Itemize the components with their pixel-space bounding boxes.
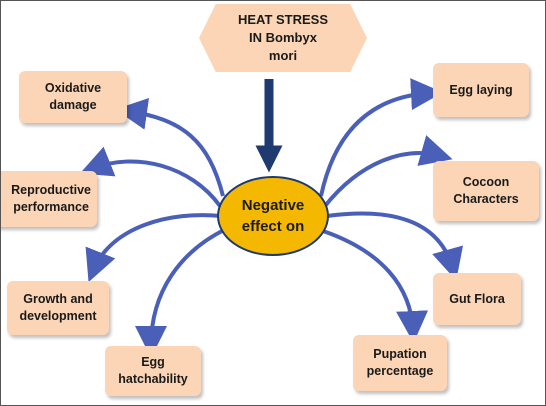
reproductive-performance-box: Reproductive performance	[1, 171, 97, 227]
arrow-to-pupation-percentage	[322, 229, 429, 343]
oxidative-damage-box: Oxidative damage	[19, 71, 127, 123]
arrow-to-cocoon-characters	[323, 135, 453, 208]
gut-flora-box: Gut Flora	[433, 273, 521, 325]
cocoon-characters-box: Cocoon Characters	[433, 161, 539, 221]
egg-laying-box: Egg laying	[433, 63, 529, 117]
arrow-to-gut-flora	[326, 211, 464, 281]
arrow-to-growth-development	[85, 213, 222, 283]
heat-stress-title: HEAT STRESS IN Bombyx mori	[199, 4, 367, 72]
arrow-to-egg-hatchability	[135, 227, 227, 358]
growth-development-box: Growth and development	[7, 281, 109, 335]
pupation-percentage-box: Pupation percentage	[353, 335, 447, 391]
arrow-to-egg-laying	[319, 78, 443, 197]
arrow-to-reproductive-performance	[79, 146, 222, 208]
negative-effect-node: Negative effect on	[217, 176, 329, 256]
egg-hatchability-box: Egg hatchability	[105, 346, 201, 396]
arrow-to-oxidative-damage	[115, 97, 225, 197]
